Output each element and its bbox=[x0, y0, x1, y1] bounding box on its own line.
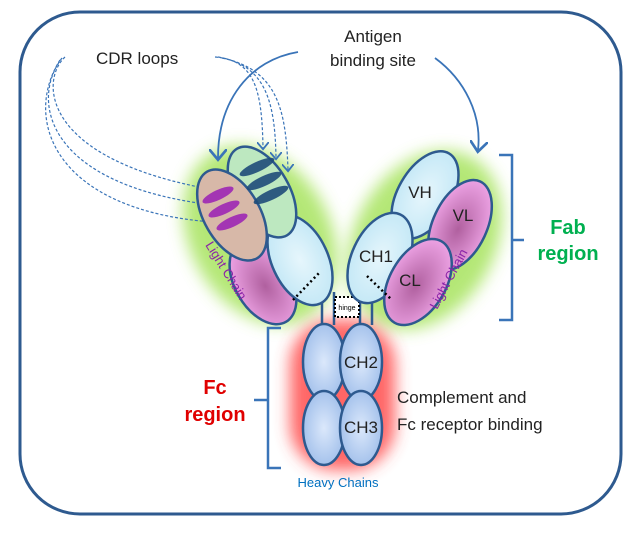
antigen-label-1: Antigen bbox=[344, 27, 402, 46]
right-fab bbox=[346, 150, 494, 327]
cl-label: CL bbox=[399, 271, 421, 290]
fab-label-1: Fab bbox=[550, 217, 586, 239]
antigen-arrows bbox=[218, 51, 479, 158]
left-ch2-domain bbox=[301, 322, 347, 402]
complement-label-2: Fc receptor binding bbox=[397, 415, 543, 434]
ch1-label: CH1 bbox=[359, 247, 393, 266]
vl-label: VL bbox=[453, 206, 474, 225]
fc-bracket bbox=[254, 326, 281, 470]
hinge-label: hinge bbox=[338, 305, 355, 312]
antigen-label-2: binding site bbox=[330, 51, 416, 70]
cdr-stripes bbox=[202, 157, 289, 231]
vh-label: VH bbox=[408, 183, 432, 202]
right-cl-domain bbox=[382, 237, 454, 327]
cdr-loops-label: CDR loops bbox=[96, 49, 178, 68]
fab-bracket bbox=[499, 153, 524, 322]
fab-label-2: region bbox=[537, 243, 598, 265]
heavy-chains-label: Heavy Chains bbox=[298, 475, 379, 490]
right-disulfide bbox=[366, 275, 393, 301]
ch2-label: CH2 bbox=[344, 353, 378, 372]
fc-label-1: Fc bbox=[203, 377, 226, 399]
hinge-box bbox=[334, 296, 360, 318]
left-ch3-domain bbox=[301, 389, 347, 467]
fc-domains bbox=[301, 322, 384, 467]
complement-label-1: Complement and bbox=[397, 388, 526, 407]
cdr-arrows bbox=[45, 56, 288, 222]
left-disulfide bbox=[292, 271, 321, 301]
frame bbox=[18, 10, 623, 516]
right-ch3-domain bbox=[338, 389, 384, 467]
fc-label-2: region bbox=[184, 404, 245, 426]
ch3-label: CH3 bbox=[344, 418, 378, 437]
